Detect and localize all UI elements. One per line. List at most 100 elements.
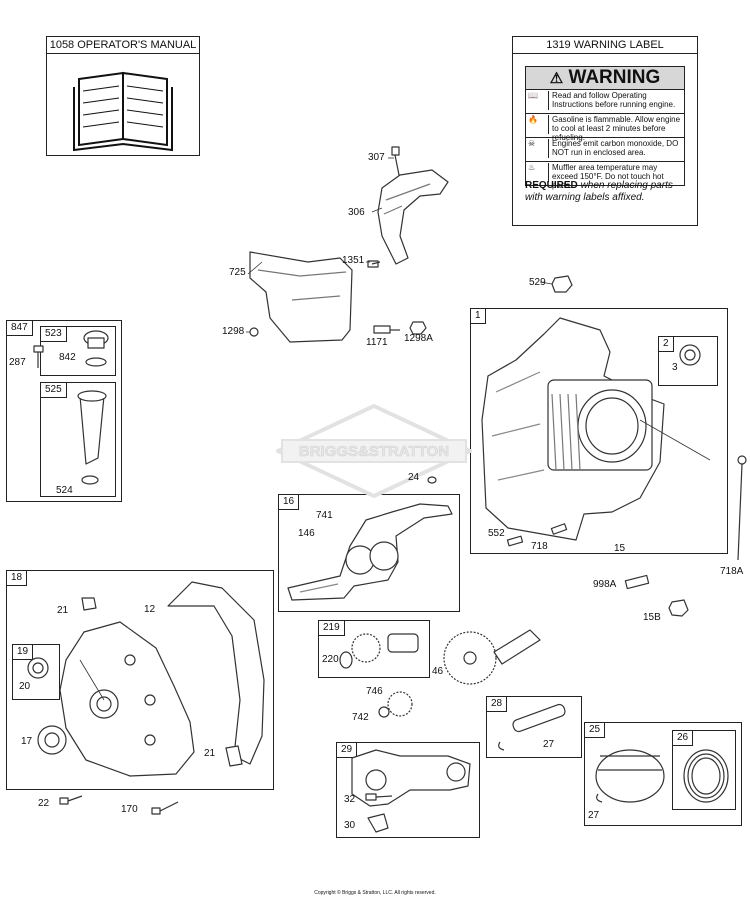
warning-line-3: ☠ Engines emit carbon monoxide, DO NOT r…: [525, 137, 685, 162]
required-note: REQUIRED when replacing parts with warni…: [525, 180, 673, 203]
callout-718: 718: [531, 541, 548, 552]
callout-27-pin: 27: [543, 739, 555, 750]
callout-742: 742: [352, 712, 369, 723]
group-525-box: 525: [40, 382, 116, 497]
svg-text:BRIGGS&STRATTON: BRIGGS&STRATTON: [299, 443, 449, 460]
callout-741: 741: [316, 510, 333, 521]
callout-220: 220: [322, 654, 339, 665]
bolt-22: [59, 795, 83, 805]
callout-306: 306: [348, 207, 365, 218]
callout-1298: 1298: [222, 326, 245, 337]
nut-529: [551, 275, 573, 293]
gear-746: [387, 691, 413, 717]
callout-552: 552: [488, 528, 505, 539]
group-29-box: 29: [336, 742, 480, 838]
group-19-box: 19: [12, 644, 60, 700]
copyright-footer: Copyright © Briggs & Stratton, LLC. All …: [314, 890, 436, 896]
warning-label-header: 1319 WARNING LABEL: [513, 37, 697, 54]
group-219-tag: 219: [318, 620, 345, 636]
nut-1298A: [409, 321, 427, 335]
callout-15B: 15B: [643, 612, 661, 623]
callout-30: 30: [344, 820, 356, 831]
warning-triangle-icon: ⚠: [549, 70, 564, 87]
group-26-tag: 26: [672, 730, 694, 746]
operators-manual-header: 1058 OPERATOR'S MANUAL: [47, 37, 199, 54]
callout-32: 32: [344, 794, 356, 805]
callout-21-bottom: 21: [204, 748, 216, 759]
group-847-tag: 847: [6, 320, 33, 336]
crankcase-cover: [59, 621, 195, 777]
stud-998A: [624, 574, 650, 590]
warning-line-1: 📖 Read and follow Operating Instructions…: [525, 89, 685, 114]
fumes-icon: ☠: [528, 139, 549, 158]
callout-12: 12: [144, 604, 156, 615]
group-28-box: 28: [486, 696, 582, 758]
heat-shield-306: [377, 169, 449, 265]
guard-725: [249, 251, 353, 343]
callout-529: 529: [529, 277, 546, 288]
bolt-170: [151, 801, 179, 815]
callout-307: 307: [368, 152, 385, 163]
callout-1298A: 1298A: [404, 333, 433, 344]
piston-pin-28: [512, 703, 566, 733]
callout-842: 842: [59, 352, 76, 363]
dipstick-tube-525: [79, 395, 105, 465]
group-19-tag: 19: [12, 644, 34, 660]
callout-998A: 998A: [593, 579, 617, 590]
pin-718A: [737, 455, 747, 561]
group-847-box: 847: [6, 320, 122, 502]
group-29-tag: 29: [336, 742, 358, 758]
callout-3: 3: [672, 362, 678, 373]
dowel-pin-552: [506, 535, 524, 547]
screw-1351: [367, 260, 381, 268]
group-219-box: 219: [318, 620, 430, 678]
plug-21-top: [81, 597, 97, 611]
callout-21-top: 21: [57, 605, 69, 616]
manual-book-icon: [73, 71, 173, 152]
warning-title: ⚠ WARNING: [525, 66, 685, 90]
group-18-tag: 18: [6, 570, 28, 586]
operators-manual-box: 1058 OPERATOR'S MANUAL: [46, 36, 200, 156]
callout-746: 746: [366, 686, 383, 697]
washer-742: [378, 706, 390, 718]
callout-1351: 1351: [342, 255, 365, 266]
callout-1171: 1171: [366, 337, 388, 348]
nut-1298: [249, 327, 259, 337]
group-25-box: 25: [584, 722, 742, 826]
callout-15: 15: [614, 543, 626, 554]
retainer-27a: [498, 741, 505, 751]
group-26-box: 26: [672, 730, 736, 810]
group-25-tag: 25: [584, 722, 606, 738]
warning-line-2: 🔥 Gasoline is flammable. Allow engine to…: [525, 113, 685, 142]
plug-21-bottom: [225, 745, 243, 767]
group-525-tag: 525: [40, 382, 67, 398]
piston-25: [595, 749, 665, 803]
callout-46: 46: [432, 666, 444, 677]
callout-146: 146: [298, 528, 315, 539]
o-ring-842: [85, 357, 107, 367]
retainer-27b: [596, 793, 603, 803]
bolt-32: [365, 793, 393, 801]
piston-rings-26: [683, 749, 729, 803]
callout-17: 17: [21, 736, 33, 747]
callout-170: 170: [121, 804, 138, 815]
callout-20: 20: [19, 681, 31, 692]
warning-line-4: ♨ Muffler area temperature may exceed 15…: [525, 161, 685, 190]
callout-22: 22: [38, 798, 50, 809]
bolt-307: [391, 146, 401, 181]
hot-surface-icon: ♨: [528, 163, 549, 182]
key-24: [427, 476, 437, 484]
group-2-box: 2: [658, 336, 718, 386]
flame-icon: 🔥: [528, 115, 549, 134]
callout-718A: 718A: [720, 566, 744, 577]
group-2-tag: 2: [658, 336, 674, 352]
callout-24: 24: [408, 472, 420, 483]
group-1-tag: 1: [470, 308, 486, 324]
o-ring-524: [81, 475, 99, 485]
callout-725: 725: [229, 267, 246, 278]
stud-1171: [373, 325, 400, 334]
connecting-rod-29: [351, 749, 471, 807]
dowel-pin-718: [550, 523, 568, 535]
nut-15B: [668, 599, 689, 617]
